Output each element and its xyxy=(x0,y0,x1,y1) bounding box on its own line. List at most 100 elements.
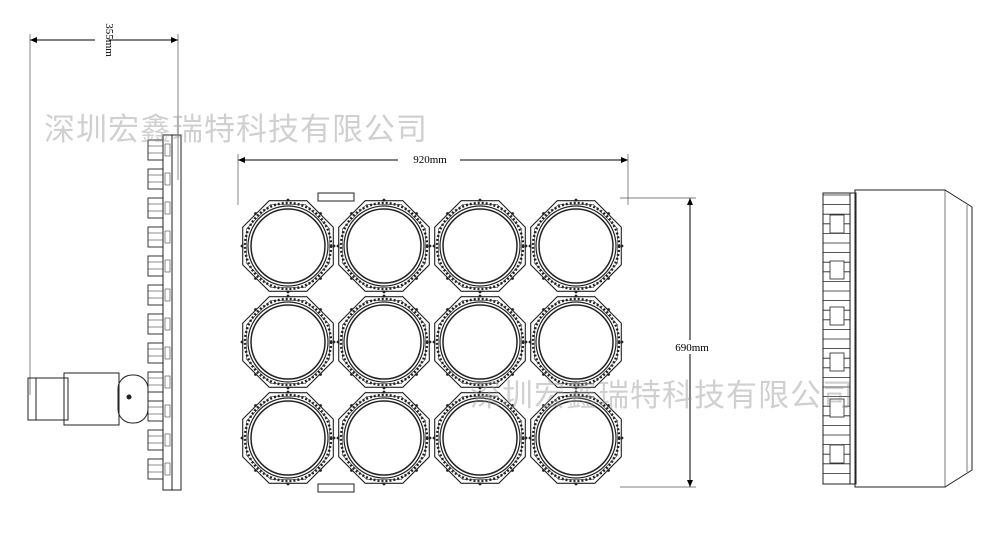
bolt-hole xyxy=(432,436,436,440)
lens-face xyxy=(442,208,518,284)
lens-outer-ring xyxy=(439,301,521,383)
bottom-mount-tab xyxy=(317,483,355,493)
bolt-hole xyxy=(446,469,449,472)
bolt-hole xyxy=(428,436,432,440)
bolt-hole xyxy=(286,294,290,298)
bolt-hole xyxy=(415,277,418,280)
bolt-hole xyxy=(254,404,257,407)
bolt-hole xyxy=(542,373,545,376)
bolt-hole xyxy=(528,436,532,440)
bolt-hole xyxy=(446,212,449,215)
bolt-hole xyxy=(432,340,436,344)
bolt-hole xyxy=(382,198,386,202)
lens-outer-ring xyxy=(343,301,425,383)
lens-face xyxy=(346,208,422,284)
bolt-hole xyxy=(350,308,353,311)
bolt-hole xyxy=(511,212,514,215)
bolt-hole xyxy=(319,404,322,407)
bolt-hole xyxy=(574,198,578,202)
lens-gear-ring xyxy=(339,201,429,291)
bolt-hole xyxy=(240,340,244,344)
front-view: 920mm 690mm xyxy=(237,152,720,493)
fin-clip xyxy=(164,375,171,389)
bolt-hole xyxy=(511,277,514,280)
bolt-hole xyxy=(620,244,624,248)
bolt-hole xyxy=(286,482,290,486)
bolt-hole xyxy=(415,308,418,311)
fin-clip xyxy=(164,288,171,302)
driver-box xyxy=(829,306,845,326)
bolt-hole xyxy=(382,386,386,390)
lens-gear-ring xyxy=(243,297,333,387)
bolt-hole xyxy=(428,244,432,248)
fin-clip xyxy=(164,259,171,273)
bolt-hole xyxy=(428,340,432,344)
lens-gear-ring xyxy=(339,297,429,387)
bolt-hole xyxy=(542,404,545,407)
lens-module xyxy=(240,198,336,294)
bolt-hole xyxy=(336,436,340,440)
lens-outer-ring xyxy=(343,397,425,479)
lens-module xyxy=(336,294,432,390)
depth-label-bg xyxy=(95,14,109,66)
fin-clip xyxy=(164,201,171,215)
lens-outer-ring xyxy=(535,205,617,287)
fin-block xyxy=(147,458,164,480)
bolt-hole xyxy=(254,469,257,472)
bolt-hole xyxy=(542,308,545,311)
lens-outer-ring xyxy=(439,205,521,287)
bolt-hole xyxy=(542,212,545,215)
bolt-hole xyxy=(607,212,610,215)
bolt-hole xyxy=(446,277,449,280)
bolt-hole xyxy=(319,308,322,311)
fin-clip xyxy=(164,433,171,447)
bolt-hole xyxy=(607,404,610,407)
bolt-hole xyxy=(607,373,610,376)
lens-outer-ring xyxy=(343,205,425,287)
lens-grid xyxy=(240,198,624,486)
fin-block xyxy=(147,284,164,306)
width-dimension-label: 920mm xyxy=(413,154,447,166)
fin-block xyxy=(147,400,164,422)
lens-module xyxy=(432,294,528,390)
side-view-left xyxy=(27,34,182,491)
bolt-hole xyxy=(607,469,610,472)
bolt-hole xyxy=(319,373,322,376)
bolt-hole xyxy=(319,277,322,280)
lens-face xyxy=(250,400,326,476)
bracket-knuckle xyxy=(117,374,149,424)
bolt-hole xyxy=(574,290,578,294)
fin-block xyxy=(147,139,164,161)
driver-box xyxy=(829,352,845,372)
heatsink-frame xyxy=(822,192,851,485)
bolt-hole xyxy=(478,390,482,394)
bolt-hole xyxy=(524,340,528,344)
bolt-hole xyxy=(574,294,578,298)
bolt-hole xyxy=(382,390,386,394)
lens-module xyxy=(528,198,624,294)
bolt-hole xyxy=(432,244,436,248)
bolt-hole xyxy=(332,436,336,440)
lens-face xyxy=(346,400,422,476)
lens-face xyxy=(538,304,614,380)
bolt-hole xyxy=(446,308,449,311)
bolt-hole xyxy=(286,198,290,202)
lens-outer-ring xyxy=(535,301,617,383)
fin-block xyxy=(147,313,164,335)
right-fins xyxy=(822,192,851,485)
fin-block xyxy=(147,429,164,451)
fin-clip xyxy=(164,462,171,476)
bolt-hole xyxy=(350,277,353,280)
bolt-hole xyxy=(336,340,340,344)
bolt-hole xyxy=(574,482,578,486)
fin-clip xyxy=(164,230,171,244)
lens-outer-ring xyxy=(535,397,617,479)
lens-face xyxy=(250,208,326,284)
bolt-hole xyxy=(524,244,528,248)
lens-outer-ring xyxy=(247,397,329,479)
bolt-hole xyxy=(511,404,514,407)
bolt-hole xyxy=(542,277,545,280)
bracket-tube xyxy=(63,372,120,426)
